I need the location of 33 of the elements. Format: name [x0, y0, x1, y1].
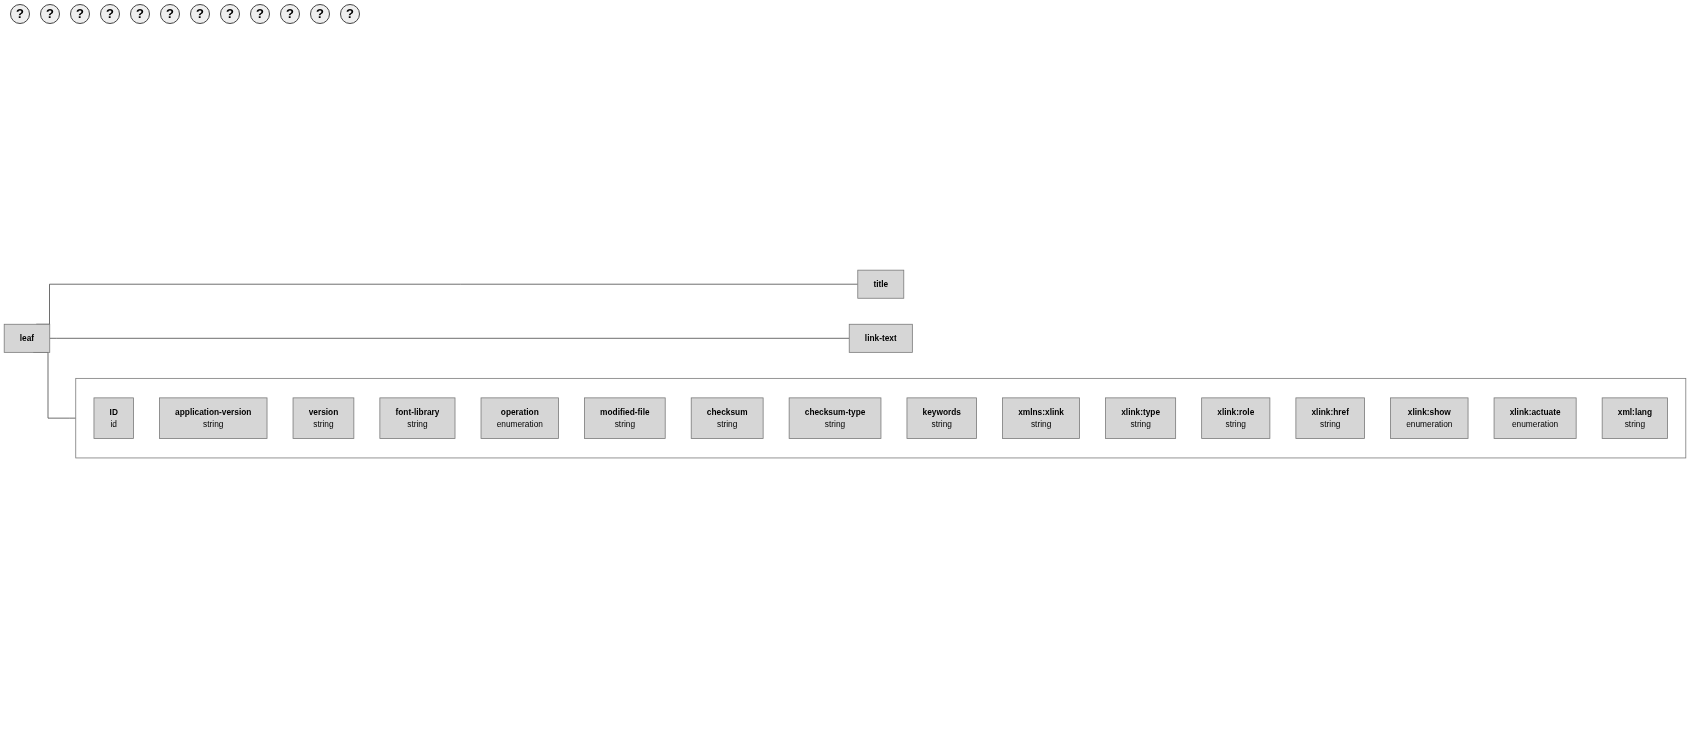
node-box: xlink:show enumeration: [1390, 397, 1469, 439]
optional-marker: ?: [70, 4, 90, 24]
node-box: xlink:role string: [1201, 397, 1271, 439]
node-box: checksum string: [690, 397, 764, 439]
node-box: link-text: [848, 323, 913, 353]
node-box: xlink:href string: [1295, 397, 1365, 439]
optional-marker: ?: [130, 4, 150, 24]
node-box: xlink:actuate enumeration: [1493, 397, 1577, 439]
optional-marker: ?: [340, 4, 360, 24]
node-box: application-version string: [159, 397, 268, 439]
optional-marker: ?: [310, 4, 330, 24]
node-box: version string: [292, 397, 355, 439]
optional-marker: ?: [220, 4, 240, 24]
optional-marker: ?: [10, 4, 30, 24]
node-box: keywords string: [906, 397, 977, 439]
node-box: ID id: [93, 397, 134, 439]
node-box: xlink:type string: [1105, 397, 1177, 439]
node-box: title: [857, 269, 905, 299]
node-box: xml:lang string: [1601, 397, 1668, 439]
node-box: modified-file string: [584, 397, 666, 439]
node-box: operation enumeration: [480, 397, 559, 439]
node-box: font-library string: [379, 397, 456, 439]
cluster: [75, 377, 1687, 459]
optional-marker: ?: [250, 4, 270, 24]
optional-marker: ?: [40, 4, 60, 24]
optional-marker: ?: [280, 4, 300, 24]
optional-marker: ?: [190, 4, 210, 24]
node-box: leaf: [3, 323, 51, 353]
node-box: xmlns:xlink string: [1002, 397, 1080, 439]
optional-marker: ?: [160, 4, 180, 24]
node-box: checksum-type string: [788, 397, 882, 439]
optional-marker: ?: [100, 4, 120, 24]
connector: [49, 337, 850, 339]
